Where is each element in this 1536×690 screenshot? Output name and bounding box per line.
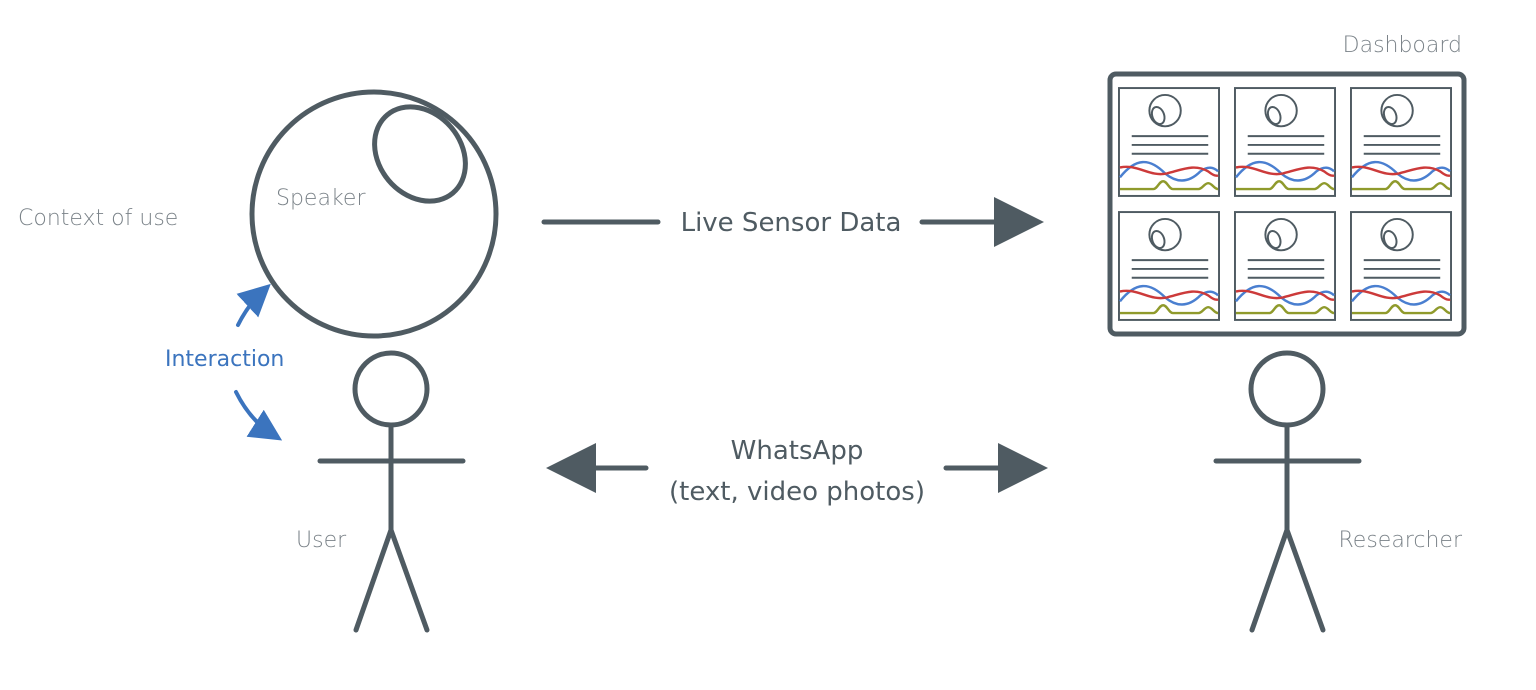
dashboard-panel-icon xyxy=(1234,210,1336,322)
dashboard-panel-icon xyxy=(1350,210,1452,322)
dashboard-panel-icon xyxy=(1234,86,1336,198)
dashboard-label: Dashboard xyxy=(1343,33,1462,58)
researcher-figure-icon xyxy=(1213,350,1362,633)
researcher-label: Researcher xyxy=(1339,528,1463,553)
context-of-use-label: Context of use xyxy=(18,206,178,231)
dashboard-panel-icon xyxy=(1118,86,1220,198)
speaker-icon xyxy=(249,89,499,339)
interaction-label: Interaction xyxy=(165,347,284,372)
user-figure-icon xyxy=(317,350,466,633)
interaction-arrow-up xyxy=(236,283,271,327)
dashboard-icon xyxy=(1107,71,1467,337)
interaction-arrow-down xyxy=(234,390,283,441)
dashboard-panel-icon xyxy=(1350,86,1452,198)
dashboard-panel-icon xyxy=(1118,210,1220,322)
live-sensor-label: Live Sensor Data xyxy=(681,208,902,238)
speaker-label: Speaker xyxy=(276,186,366,211)
whatsapp-sublabel: (text, video photos) xyxy=(669,477,925,507)
user-label: User xyxy=(296,528,347,553)
whatsapp-label: WhatsApp xyxy=(731,436,864,466)
